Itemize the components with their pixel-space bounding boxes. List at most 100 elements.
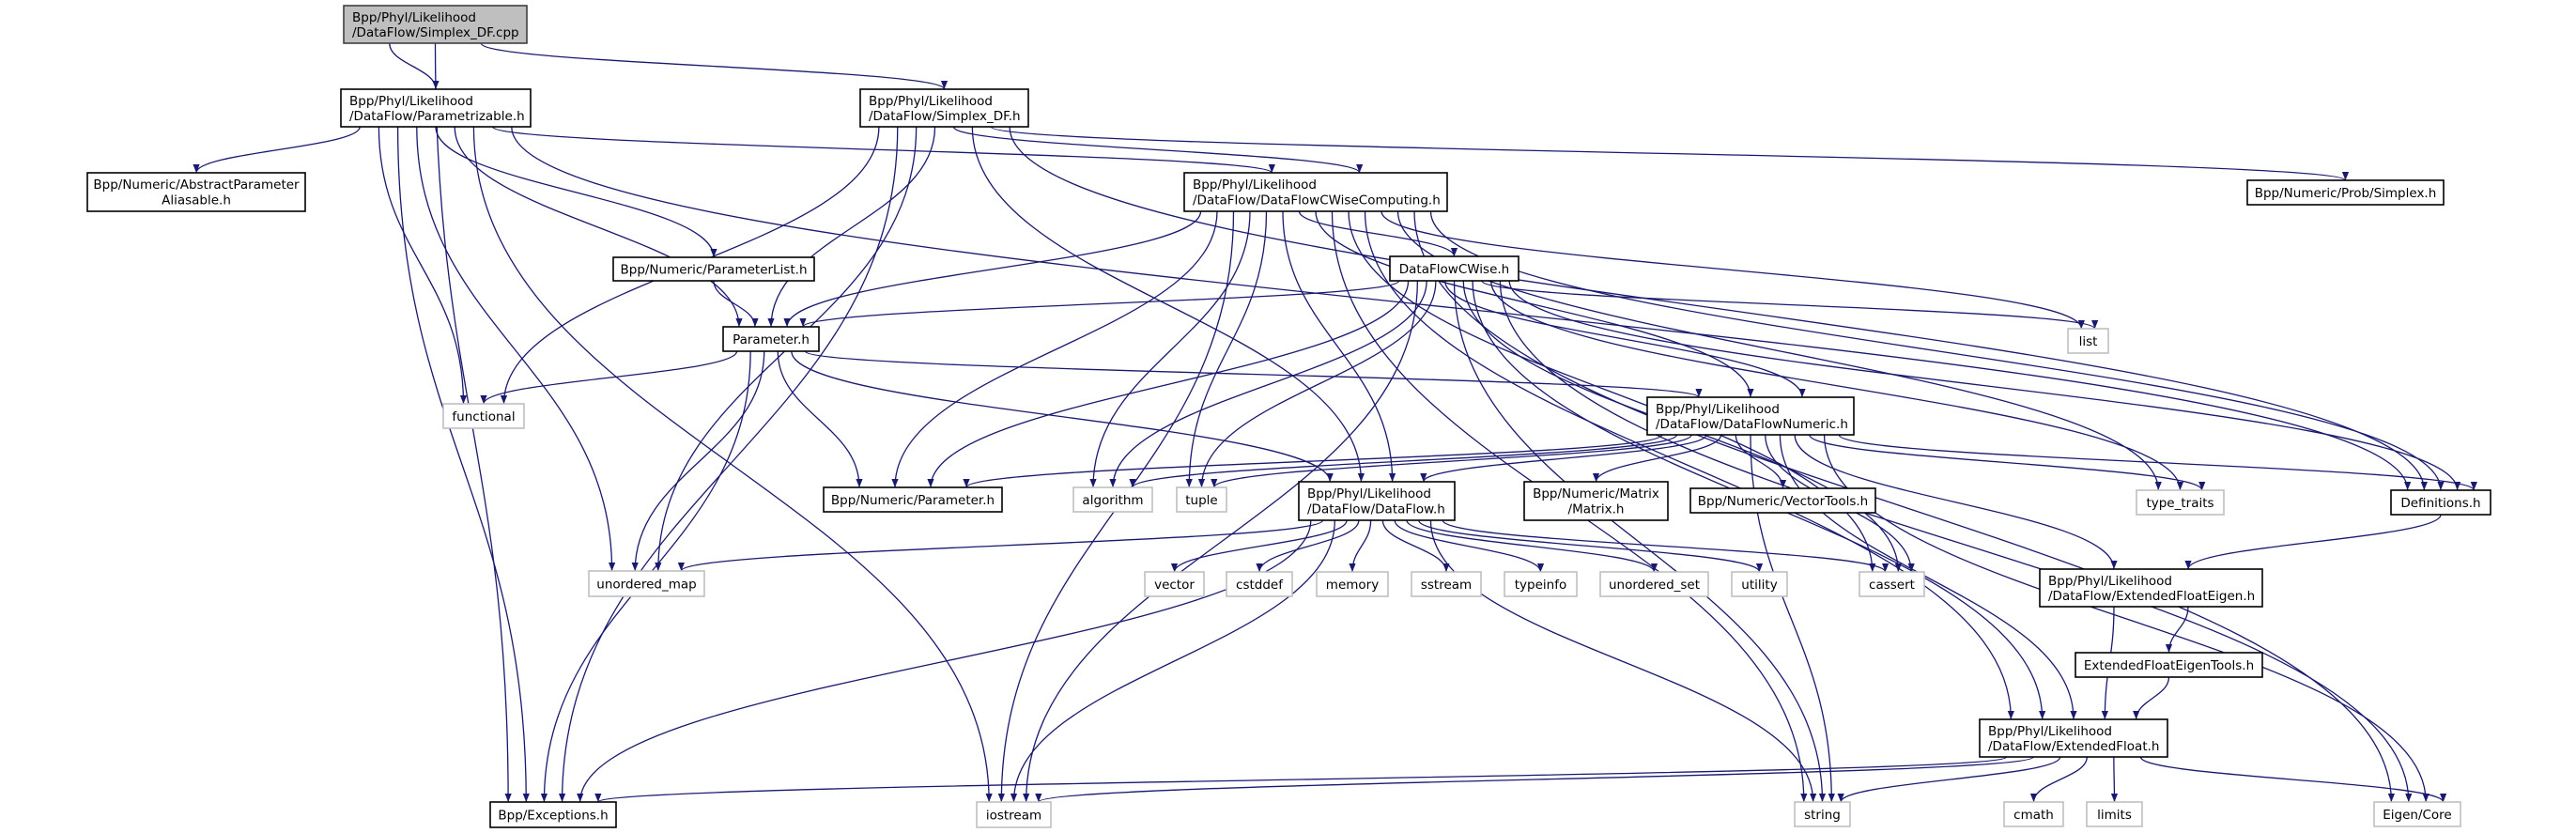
node-label: algorithm xyxy=(1082,493,1143,508)
node-label: /DataFlow/Parametrizable.h xyxy=(349,109,525,124)
node-box xyxy=(2136,489,2225,516)
node-label: /DataFlow/DataFlowCWiseComputing.h xyxy=(1193,193,1441,208)
node-exceptions[interactable]: Bpp/Exceptions.h xyxy=(489,801,617,828)
node-box xyxy=(2003,801,2064,827)
node-limits: limits xyxy=(2086,801,2143,827)
edge-numeric-to-tuple xyxy=(1211,434,1692,488)
edge-param_h-to-num_param xyxy=(777,350,863,488)
edge-param_h-to-functional xyxy=(480,350,738,405)
node-label: DataFlowCWise.h xyxy=(1399,262,1509,277)
edge-cwise-to-param_h xyxy=(799,280,1400,328)
node-prob_simplex[interactable]: Bpp/Numeric/Prob/Simplex.h xyxy=(2246,179,2445,206)
edge-numeric-to-definitions xyxy=(1838,434,2477,491)
edge-cpp-to-simplex_h xyxy=(480,42,948,90)
edge-cpp-to-parametrizable xyxy=(389,42,440,90)
node-box xyxy=(1859,571,1925,597)
edge-cwise-to-list xyxy=(1481,280,2099,330)
node-label: utility xyxy=(1741,578,1777,593)
node-numeric[interactable]: Bpp/Phyl/Likelihood/DataFlow/DataFlowNum… xyxy=(1646,396,1855,436)
node-box xyxy=(859,88,1029,128)
edge-dataflow-to-exceptions xyxy=(577,519,1312,803)
edge-dataflow-to-cassert xyxy=(1442,519,1890,573)
edge-parametrizable-to-param_h xyxy=(454,126,743,328)
edge-cwise-to-string xyxy=(1453,280,1827,803)
node-label: /DataFlow/DataFlow.h xyxy=(1307,502,1445,517)
edge-extfloat-to-string xyxy=(1837,756,2061,803)
edge-simplex_h-to-exceptions xyxy=(558,126,899,803)
edge-param_h-to-unordered_map xyxy=(631,350,765,572)
edge-cwisecomp-to-definitions xyxy=(1429,210,2445,491)
edge-param_h-to-dataflow xyxy=(791,350,1334,483)
node-box xyxy=(1794,801,1851,827)
edge-numeric-to-matrix xyxy=(1592,434,1722,483)
node-box xyxy=(1689,487,1876,514)
node-label: /Matrix.h xyxy=(1568,502,1625,517)
node-label: /DataFlow/ExtendedFloat.h xyxy=(1988,739,2159,754)
node-paramlist[interactable]: Bpp/Numeric/ParameterList.h xyxy=(612,256,815,282)
node-dataflow[interactable]: Bpp/Phyl/Likelihood/DataFlow/DataFlow.h xyxy=(1298,481,1456,521)
node-parametrizable[interactable]: Bpp/Phyl/Likelihood/DataFlow/Parametriza… xyxy=(340,88,532,128)
node-box xyxy=(976,801,1052,828)
edge-cwisecomp-to-numeric xyxy=(1315,210,1754,398)
node-cpp[interactable]: Bpp/Phyl/Likelihood/DataFlow/Simplex_DF.… xyxy=(343,5,528,44)
node-box xyxy=(1646,396,1855,436)
node-num_param[interactable]: Bpp/Numeric/Parameter.h xyxy=(823,486,1003,513)
node-string: string xyxy=(1794,801,1851,827)
node-simplex_h[interactable]: Bpp/Phyl/Likelihood/DataFlow/Simplex_DF.… xyxy=(859,88,1029,128)
node-sstream: sstream xyxy=(1411,571,1482,597)
node-box xyxy=(1183,172,1448,212)
node-cwisecomp[interactable]: Bpp/Phyl/Likelihood/DataFlow/DataFlowCWi… xyxy=(1183,172,1448,212)
edge-extfloat-to-iostream xyxy=(1035,756,2034,803)
edge-numeric-to-type_traits xyxy=(1809,434,2206,491)
node-label: memory xyxy=(1326,578,1379,593)
node-tuple: tuple xyxy=(1176,486,1227,513)
node-box xyxy=(1979,718,2168,758)
edge-cwisecomp-to-list xyxy=(1381,210,2085,330)
edge-cwise-to-numeric xyxy=(1444,280,1806,398)
node-label: string xyxy=(1804,808,1841,823)
edge-cwise-to-num_param xyxy=(927,280,1410,488)
node-label: Bpp/Exceptions.h xyxy=(498,809,608,824)
edge-simplex_h-to-prob_simplex xyxy=(990,126,2349,181)
edge-numeric-to-extfloat xyxy=(1779,434,2077,720)
node-matrix[interactable]: Bpp/Numeric/Matrix/Matrix.h xyxy=(1523,481,1669,521)
node-cwise[interactable]: DataFlowCWise.h xyxy=(1389,255,1519,282)
node-param_h[interactable]: Parameter.h xyxy=(722,326,820,352)
node-definitions[interactable]: Definitions.h xyxy=(2390,489,2491,516)
node-box xyxy=(1731,571,1788,597)
node-box xyxy=(2067,328,2109,354)
edge-extfloat-to-limits xyxy=(2110,756,2119,803)
node-extfloat[interactable]: Bpp/Phyl/Likelihood/DataFlow/ExtendedFlo… xyxy=(1979,718,2168,758)
edge-numeric-to-efeigen xyxy=(1794,434,2118,570)
edge-dataflow-to-unordered_map xyxy=(678,519,1324,572)
node-label: cstddef xyxy=(1236,578,1284,593)
edge-efeigen-to-efetools xyxy=(2165,606,2189,654)
edge-param_h-to-numeric xyxy=(804,350,1703,398)
node-label: Bpp/Phyl/Likelihood xyxy=(1656,402,1780,417)
node-vectortools[interactable]: Bpp/Numeric/VectorTools.h xyxy=(1689,487,1876,514)
edge-cwisecomp-to-cwise xyxy=(1298,210,1458,257)
edge-dataflow-to-string xyxy=(1429,519,1817,803)
node-algorithm: algorithm xyxy=(1072,486,1153,513)
node-label: Bpp/Numeric/Matrix xyxy=(1533,486,1659,501)
node-box xyxy=(2373,801,2461,827)
edge-extfloat-to-eigen xyxy=(2139,756,2447,803)
node-label: Bpp/Numeric/Parameter.h xyxy=(831,493,995,508)
node-label: tuple xyxy=(1185,493,1217,508)
edge-extfloat-to-cmath xyxy=(2029,756,2088,803)
node-memory: memory xyxy=(1316,571,1389,597)
node-box xyxy=(86,172,306,212)
node-iostream: iostream xyxy=(976,801,1052,828)
node-efetools[interactable]: ExtendedFloatEigenTools.h xyxy=(2075,652,2263,678)
node-list: list xyxy=(2067,328,2109,354)
node-box xyxy=(1389,255,1519,282)
edge-parametrizable-to-aliasable xyxy=(193,126,361,174)
edge-efetools-to-extfloat xyxy=(2133,676,2170,720)
edge-cwisecomp-to-algorithm xyxy=(1089,210,1251,488)
node-box xyxy=(2039,568,2263,608)
node-efeigen[interactable]: Bpp/Phyl/Likelihood/DataFlow/ExtendedFlo… xyxy=(2039,568,2263,608)
node-box xyxy=(343,5,528,44)
edge-definitions-to-efeigen xyxy=(2184,514,2442,570)
node-box xyxy=(489,801,617,828)
